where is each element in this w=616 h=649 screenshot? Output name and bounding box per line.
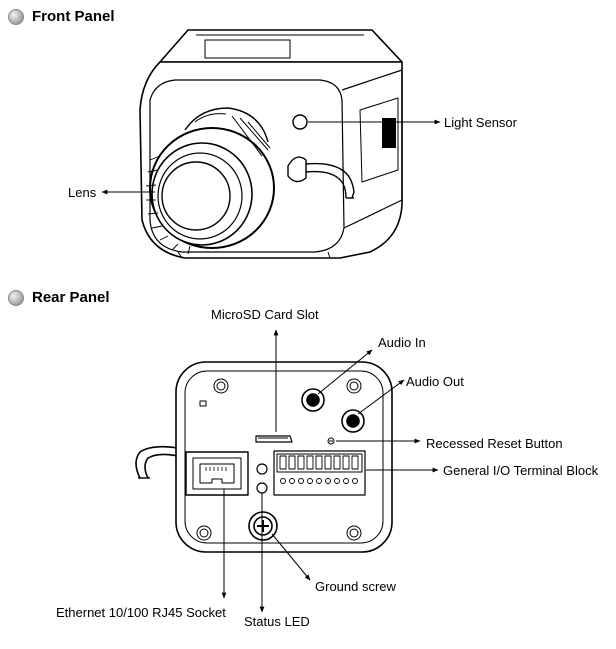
lens-label: Lens [68, 185, 97, 200]
audio-in-label: Audio In [378, 335, 426, 350]
gio-label: General I/O Terminal Block [443, 463, 599, 478]
rear-camera-illustration [135, 361, 393, 553]
front-panel-header: Front Panel [8, 8, 115, 25]
ground-screw-label: Ground screw [315, 579, 396, 594]
front-camera-illustration [139, 29, 403, 259]
bullet-icon [8, 289, 24, 306]
bullet-icon [8, 8, 24, 25]
microsd-label: MicroSD Card Slot [211, 307, 319, 322]
status-led-label: Status LED [244, 614, 310, 629]
rear-panel-title: Rear Panel [32, 289, 110, 306]
audio-out-arrow [357, 379, 405, 415]
front-panel-title: Front Panel [32, 8, 115, 25]
ethernet-label: Ethernet 10/100 RJ45 Socket [56, 605, 226, 620]
light-sensor-label: Light Sensor [444, 115, 517, 130]
audio-in-arrow [317, 349, 373, 395]
reset-label: Recessed Reset Button [426, 436, 563, 451]
ground-arrow [271, 533, 311, 581]
rear-panel-header: Rear Panel [8, 289, 110, 306]
audio-out-label: Audio Out [406, 374, 464, 389]
